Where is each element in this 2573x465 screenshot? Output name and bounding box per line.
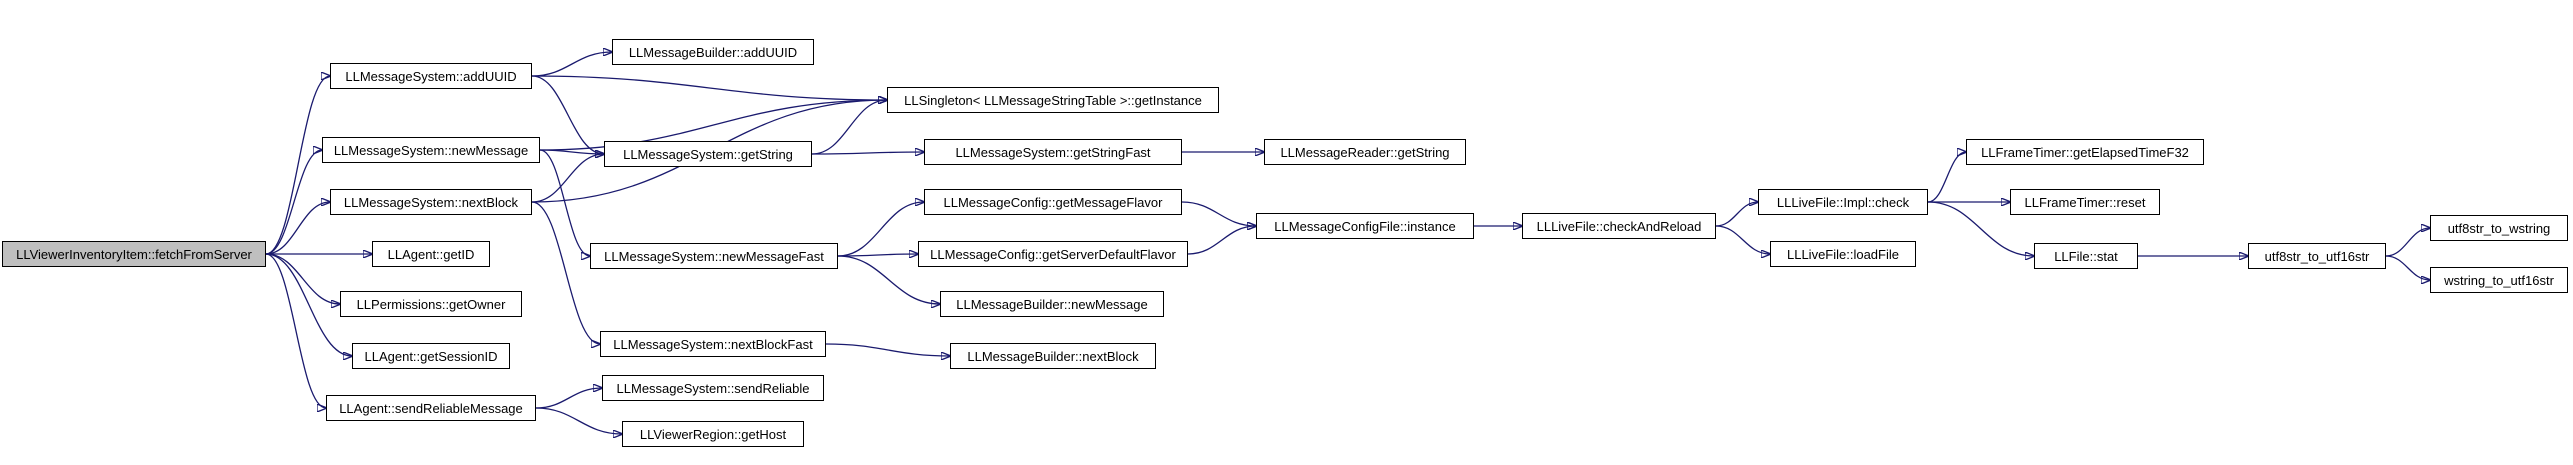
node-message-builder-add-uuid[interactable]: LLMessageBuilder::addUUID xyxy=(612,39,814,65)
edge-newMessage-to-singleton xyxy=(539,100,887,151)
node-message-system-next-block-fast[interactable]: LLMessageSystem::nextBlockFast xyxy=(600,331,826,357)
edge-mcDefault-to-mcfInstance xyxy=(1187,226,1256,255)
edge-newMessageFast-to-mbNewMessage xyxy=(837,255,940,304)
edge-fetch-to-getOwner xyxy=(265,253,340,304)
node-utf8str-to-utf16str[interactable]: utf8str_to_utf16str xyxy=(2248,243,2386,269)
edge-getString-to-singleton xyxy=(811,100,887,155)
edge-sendReliableMessage-to-sendReliable xyxy=(535,388,602,409)
node-message-system-new-message-fast[interactable]: LLMessageSystem::newMessageFast xyxy=(590,243,838,269)
edge-newMessage-to-newMessageFast xyxy=(539,149,590,256)
edge-implCheck-to-elapsed xyxy=(1927,152,1966,203)
node-message-reader-get-string[interactable]: LLMessageReader::getString xyxy=(1264,139,1466,165)
node-live-file-impl-check[interactable]: LLLiveFile::Impl::check xyxy=(1758,189,1928,215)
edge-getString-to-getStringFast xyxy=(811,152,924,154)
node-frame-timer-get-elapsed-time[interactable]: LLFrameTimer::getElapsedTimeF32 xyxy=(1966,139,2204,165)
node-utf8str-to-wstring[interactable]: utf8str_to_wstring xyxy=(2430,215,2568,241)
edge-nextBlock-to-getString xyxy=(531,154,604,203)
edge-checkAndReload-to-implCheck xyxy=(1715,202,1758,227)
node-permissions-get-owner[interactable]: LLPermissions::getOwner xyxy=(340,291,522,317)
node-frame-timer-reset[interactable]: LLFrameTimer::reset xyxy=(2010,189,2160,215)
edge-fetch-to-getSessionID xyxy=(265,253,352,356)
edge-checkAndReload-to-loadFile xyxy=(1715,225,1770,254)
node-message-system-add-uuid[interactable]: LLMessageSystem::addUUID xyxy=(330,63,532,89)
node-singleton-get-instance[interactable]: LLSingleton< LLMessageStringTable >::get… xyxy=(887,87,1219,113)
node-file-stat[interactable]: LLFile::stat xyxy=(2034,243,2138,269)
node-message-system-new-message[interactable]: LLMessageSystem::newMessage xyxy=(322,137,540,163)
node-message-builder-next-block[interactable]: LLMessageBuilder::nextBlock xyxy=(950,343,1156,369)
node-message-config-get-server-default-flavor[interactable]: LLMessageConfig::getServerDefaultFlavor xyxy=(918,241,1188,267)
edge-utf16-to-wtoutf16 xyxy=(2385,255,2430,280)
edge-utf16-to-wstring xyxy=(2385,228,2430,257)
edge-fetch-to-addUUID xyxy=(265,76,330,255)
node-agent-get-session-id[interactable]: LLAgent::getSessionID xyxy=(352,343,510,369)
node-live-file-check-and-reload[interactable]: LLLiveFile::checkAndReload xyxy=(1522,213,1716,239)
node-agent-send-reliable-message[interactable]: LLAgent::sendReliableMessage xyxy=(326,395,536,421)
node-fetch-from-server[interactable]: LLViewerInventoryItem::fetchFromServer xyxy=(2,241,266,267)
edge-newMessageFast-to-mcFlavor xyxy=(837,202,924,257)
edge-addUUID-to-getString xyxy=(531,75,604,154)
edge-fetch-to-sendReliableMessage xyxy=(265,253,326,408)
edge-addUUID-to-singleton xyxy=(531,75,887,100)
edge-fetch-to-nextBlock xyxy=(265,202,330,255)
edge-fetch-to-newMessage xyxy=(265,150,322,255)
node-live-file-load-file[interactable]: LLLiveFile::loadFile xyxy=(1770,241,1916,267)
node-message-builder-new-message[interactable]: LLMessageBuilder::newMessage xyxy=(940,291,1164,317)
edge-sendReliableMessage-to-getHost xyxy=(535,407,622,434)
edge-nextBlockFast-to-mbNextBlock xyxy=(825,343,950,356)
edge-implCheck-to-stat xyxy=(1927,201,2034,256)
node-message-system-next-block[interactable]: LLMessageSystem::nextBlock xyxy=(330,189,532,215)
node-message-system-send-reliable[interactable]: LLMessageSystem::sendReliable xyxy=(602,375,824,401)
node-viewer-region-get-host[interactable]: LLViewerRegion::getHost xyxy=(622,421,804,447)
edge-mcFlavor-to-mcfInstance xyxy=(1181,201,1256,226)
edge-addUUID-to-mbAddUUID xyxy=(531,52,612,77)
node-message-system-get-string-fast[interactable]: LLMessageSystem::getStringFast xyxy=(924,139,1182,165)
node-message-system-get-string[interactable]: LLMessageSystem::getString xyxy=(604,141,812,167)
edge-newMessageFast-to-mcDefault xyxy=(837,254,918,256)
edge-nextBlock-to-nextBlockFast xyxy=(531,201,600,344)
node-message-config-get-message-flavor[interactable]: LLMessageConfig::getMessageFlavor xyxy=(924,189,1182,215)
node-message-config-file-instance[interactable]: LLMessageConfigFile::instance xyxy=(1256,213,1474,239)
node-wstring-to-utf16str[interactable]: wstring_to_utf16str xyxy=(2430,267,2568,293)
node-agent-get-id[interactable]: LLAgent::getID xyxy=(372,241,490,267)
